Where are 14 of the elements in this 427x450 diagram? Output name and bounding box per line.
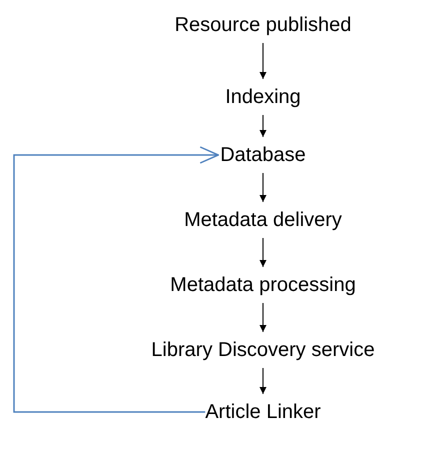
step-label: Metadata processing: [170, 267, 356, 303]
arrow: [260, 368, 266, 394]
arrow: [260, 42, 266, 80]
step-label: Metadata delivery: [184, 202, 342, 238]
arrow: [260, 172, 266, 202]
arrow: [260, 302, 266, 332]
step-label: Indexing: [225, 79, 301, 115]
step-label: Resource published: [174, 7, 352, 43]
arrow: [260, 114, 266, 138]
arrow: [13, 146, 219, 413]
step-label: Database: [220, 137, 306, 173]
step-label: Library Discovery service: [151, 332, 375, 368]
arrow: [260, 238, 266, 268]
step-label: Article Linker: [205, 394, 321, 430]
